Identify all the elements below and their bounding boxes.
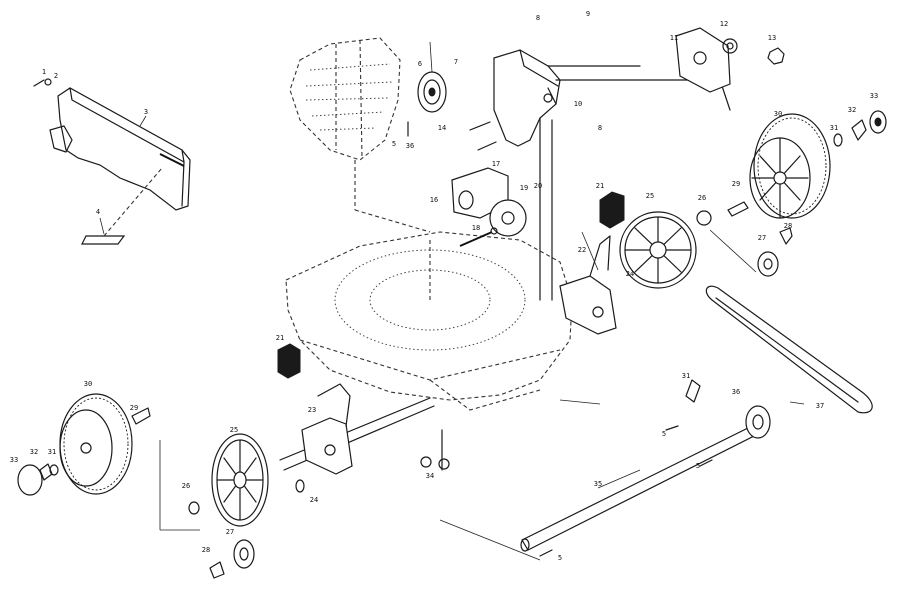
callout-19: 19: [520, 184, 528, 192]
callout-32: 32: [30, 448, 38, 456]
left-washer-part: [188, 479, 305, 515]
callout-5: 5: [392, 140, 396, 148]
handle-plate-part: [675, 27, 731, 93]
axle-pulley-part: [745, 405, 771, 439]
wheel-bolt-part: [696, 201, 749, 226]
left-height-adjuster: [301, 383, 353, 475]
callout-6: 6: [418, 60, 422, 68]
callout-4: 4: [96, 208, 100, 216]
right-pinion-part: [757, 227, 793, 277]
right-spring-part: [599, 191, 625, 229]
bolt-part: [459, 227, 498, 247]
callout-8: 8: [598, 124, 602, 132]
callout-20: 20: [534, 182, 542, 190]
callout-8: 8: [536, 14, 540, 22]
left-rear-wheel: [59, 393, 133, 495]
callout-30: 30: [774, 110, 782, 118]
right-rear-wheel: [749, 113, 831, 219]
callout-18: 18: [472, 224, 480, 232]
callout-23: 23: [308, 406, 316, 414]
callout-29: 29: [130, 404, 138, 412]
callout-28: 28: [784, 222, 792, 230]
callout-16: 16: [430, 196, 438, 204]
callout-21: 21: [276, 334, 284, 342]
small-bolts: [407, 121, 713, 557]
callout-21: 21: [596, 182, 604, 190]
callout-31: 31: [830, 124, 838, 132]
leader-lines: [99, 41, 805, 561]
left-spring-part: [277, 343, 301, 379]
right-height-adjuster: [559, 235, 617, 335]
callout-9: 9: [586, 10, 590, 18]
callout-35: 35: [594, 480, 602, 488]
callout-12: 12: [720, 20, 728, 28]
callout-22: 22: [578, 246, 586, 254]
callout-36: 36: [406, 142, 414, 150]
right-hubcap-part: [833, 110, 887, 147]
hairpin-clip-part: [685, 379, 701, 403]
callout-36: 36: [732, 388, 740, 396]
callout-31: 31: [682, 372, 690, 380]
callout-30: 30: [84, 380, 92, 388]
callout-26: 26: [182, 482, 190, 490]
callout-31: 31: [48, 448, 56, 456]
callout-37: 37: [816, 402, 824, 410]
callout-33: 33: [870, 92, 878, 100]
rear-cover-part: [49, 87, 191, 211]
callout-labels: 1 2 3 4 5 5 5 5 6 7 8 8 9 10 11 12 13 14…: [10, 10, 878, 562]
nut-part: [767, 47, 785, 65]
callout-25: 25: [646, 192, 654, 200]
callout-1: 1: [42, 68, 46, 76]
callout-24: 24: [626, 270, 634, 278]
callout-34: 34: [426, 472, 434, 480]
callout-3: 3: [144, 108, 148, 116]
callout-5: 5: [558, 554, 562, 562]
left-drive-gear-part: [211, 433, 269, 527]
callout-14: 14: [438, 124, 446, 132]
engine-outline: [289, 37, 431, 233]
callout-17: 17: [492, 160, 500, 168]
left-hubcap-part: [17, 463, 59, 496]
drive-axle-part: [520, 427, 755, 552]
callout-32: 32: [848, 106, 856, 114]
right-drive-gear-part: [619, 211, 697, 289]
callout-7: 7: [454, 58, 458, 66]
callout-26: 26: [698, 194, 706, 202]
callout-28: 28: [202, 546, 210, 554]
drive-belt-part: [705, 285, 873, 414]
left-pinion-part: [209, 539, 255, 579]
callout-5: 5: [662, 430, 666, 438]
washer-part: [722, 38, 738, 54]
callout-27: 27: [758, 234, 766, 242]
callout-27: 27: [226, 528, 234, 536]
callout-25: 25: [230, 426, 238, 434]
gear-part: [489, 199, 527, 237]
callout-24: 24: [310, 496, 318, 504]
drive-pulley-part: [417, 71, 447, 113]
callout-33: 33: [10, 456, 18, 464]
rear-frame-bracket: [493, 49, 731, 301]
callout-11: 11: [670, 34, 678, 42]
mower-deck-outline: [285, 231, 573, 411]
callout-29: 29: [732, 180, 740, 188]
callout-13: 13: [768, 34, 776, 42]
decal-part: [81, 167, 163, 245]
callout-5: 5: [696, 462, 700, 470]
screw-part: [33, 78, 52, 87]
callout-2: 2: [54, 72, 58, 80]
left-wheel-bolt-part: [131, 407, 151, 425]
callout-10: 10: [574, 100, 582, 108]
